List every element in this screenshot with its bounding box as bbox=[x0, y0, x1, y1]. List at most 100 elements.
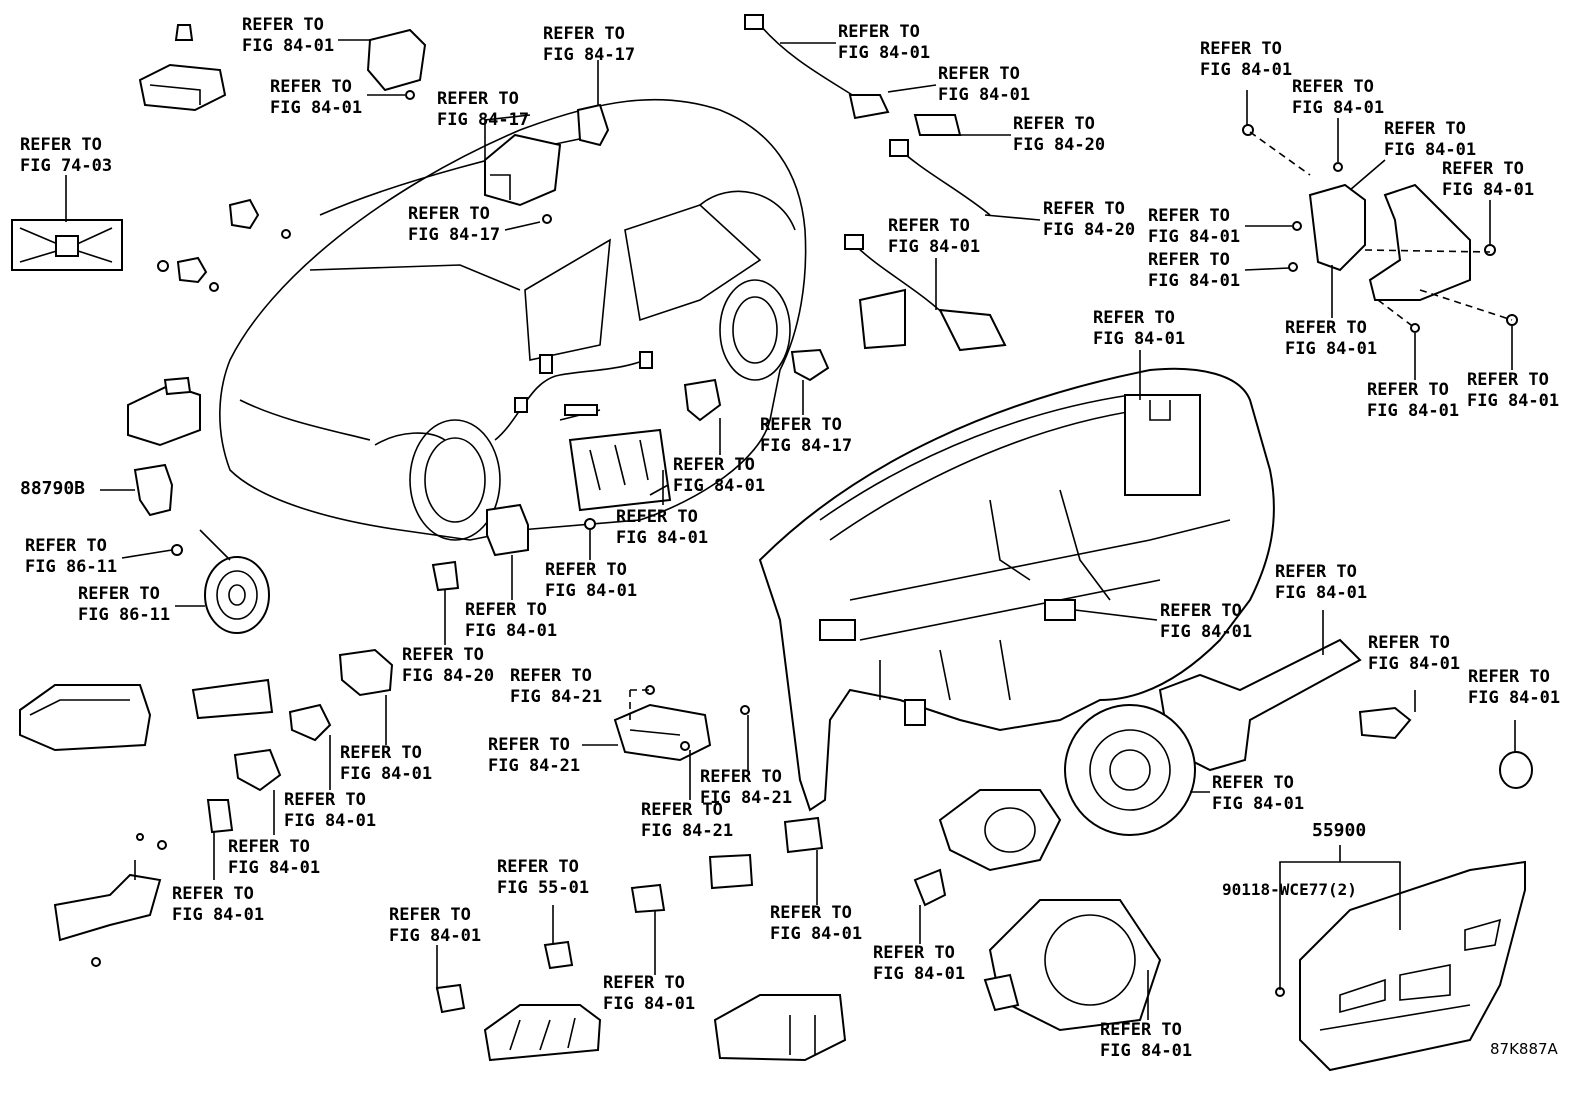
callout-e3-fig: FIG 84-01 bbox=[228, 858, 321, 878]
callout-b4-fig: FIG 84-20 bbox=[1043, 220, 1136, 240]
callout-a4-fig: FIG 84-17 bbox=[437, 110, 530, 130]
callout-f2-fig: FIG 84-01 bbox=[389, 926, 482, 946]
callout-d7-refer: REFER TO bbox=[402, 645, 484, 665]
callout-g4-fig: FIG 84-01 bbox=[1468, 688, 1561, 708]
callout-e2: REFER TO FIG 84-01 bbox=[284, 790, 376, 832]
callout-g5-refer: REFER TO bbox=[1212, 773, 1294, 793]
callout-e4-fig: FIG 84-01 bbox=[172, 905, 265, 925]
callout-c3: REFER TO FIG 84-01 bbox=[1384, 119, 1476, 161]
callout-g3-refer: REFER TO bbox=[1368, 633, 1450, 653]
callout-a5-refer: REFER TO bbox=[543, 24, 625, 44]
callout-g1: REFER TO FIG 84-01 bbox=[1160, 601, 1252, 643]
callout-g1-refer: REFER TO bbox=[1160, 601, 1242, 621]
callout-a3-fig: FIG 74-03 bbox=[20, 156, 113, 176]
callout-c6-refer: REFER TO bbox=[1148, 250, 1230, 270]
callout-b3: REFER TO FIG 84-20 bbox=[1013, 114, 1105, 156]
callout-a6-refer: REFER TO bbox=[408, 204, 490, 224]
callout-b2: REFER TO FIG 84-01 bbox=[938, 64, 1030, 106]
callout-f3-refer: REFER TO bbox=[603, 973, 685, 993]
callout-d10-fig: FIG 84-21 bbox=[700, 788, 793, 808]
callout-c1-refer: REFER TO bbox=[1200, 39, 1282, 59]
callout-b1-fig: FIG 84-01 bbox=[838, 43, 931, 63]
callout-g2-refer: REFER TO bbox=[1275, 562, 1357, 582]
wire-harness bbox=[494, 351, 653, 441]
callout-e3: REFER TO FIG 84-01 bbox=[228, 837, 320, 879]
callout-f5: REFER TO FIG 84-01 bbox=[873, 943, 965, 985]
vehicle-outline bbox=[219, 98, 807, 541]
part-90118: 90118-WCE77(2) bbox=[1222, 880, 1357, 899]
callout-a8: REFER TO FIG 86-11 bbox=[78, 584, 170, 626]
callout-c5-refer: REFER TO bbox=[1148, 206, 1230, 226]
callout-d5: REFER TO FIG 84-01 bbox=[545, 560, 637, 602]
callout-a1: REFER TO FIG 84-01 bbox=[242, 15, 334, 57]
callout-c9: REFER TO FIG 84-01 bbox=[1467, 370, 1559, 412]
callout-c7-fig: FIG 84-01 bbox=[1285, 339, 1378, 359]
callout-b4: REFER TO FIG 84-20 bbox=[1043, 199, 1135, 241]
callout-g5: REFER TO FIG 84-01 bbox=[1212, 773, 1304, 815]
callout-c3-fig: FIG 84-01 bbox=[1384, 140, 1477, 160]
callout-d6-fig: FIG 84-01 bbox=[465, 621, 558, 641]
callout-a4-refer: REFER TO bbox=[437, 89, 519, 109]
callout-d6-refer: REFER TO bbox=[465, 600, 547, 620]
callout-f1: REFER TO FIG 55-01 bbox=[497, 857, 589, 899]
callout-a5-fig: FIG 84-17 bbox=[543, 45, 636, 65]
callout-d5-refer: REFER TO bbox=[545, 560, 627, 580]
callout-d2-refer: REFER TO bbox=[760, 415, 842, 435]
callout-d3-fig: FIG 84-01 bbox=[673, 476, 766, 496]
callout-c2: REFER TO FIG 84-01 bbox=[1292, 77, 1384, 119]
callout-f5-refer: REFER TO bbox=[873, 943, 955, 963]
callout-a7: REFER TO FIG 86-11 bbox=[25, 536, 117, 578]
callout-b4-refer: REFER TO bbox=[1043, 199, 1125, 219]
callout-b3-fig: FIG 84-20 bbox=[1013, 135, 1106, 155]
callout-a6: REFER TO FIG 84-17 bbox=[408, 204, 500, 246]
callout-d2-fig: FIG 84-17 bbox=[760, 436, 853, 456]
callout-d1: REFER TO FIG 84-01 bbox=[1093, 308, 1185, 350]
callout-a7-fig: FIG 86-11 bbox=[25, 557, 118, 577]
callout-e1-fig: FIG 84-01 bbox=[340, 764, 433, 784]
callout-f1-refer: REFER TO bbox=[497, 857, 579, 877]
callout-e1: REFER TO FIG 84-01 bbox=[340, 743, 432, 785]
callout-g3-fig: FIG 84-01 bbox=[1368, 654, 1461, 674]
callout-c7: REFER TO FIG 84-01 bbox=[1285, 318, 1377, 360]
callout-d7: REFER TO FIG 84-20 bbox=[402, 645, 494, 687]
callout-b3-refer: REFER TO bbox=[1013, 114, 1095, 134]
callout-b5: REFER TO FIG 84-01 bbox=[888, 216, 980, 258]
callout-c1-fig: FIG 84-01 bbox=[1200, 60, 1293, 80]
callout-d9-refer: REFER TO bbox=[488, 735, 570, 755]
callout-g3: REFER TO FIG 84-01 bbox=[1368, 633, 1460, 675]
callout-d8-fig: FIG 84-21 bbox=[510, 687, 603, 707]
callout-c7-refer: REFER TO bbox=[1285, 318, 1367, 338]
callout-b5-refer: REFER TO bbox=[888, 216, 970, 236]
callout-a1-refer: REFER TO bbox=[242, 15, 324, 35]
part-55900: 55900 bbox=[1312, 820, 1367, 841]
callout-d2: REFER TO FIG 84-17 bbox=[760, 415, 852, 457]
callout-e2-refer: REFER TO bbox=[284, 790, 366, 810]
callout-f4-fig: FIG 84-01 bbox=[770, 924, 863, 944]
callout-d1-refer: REFER TO bbox=[1093, 308, 1175, 328]
callout-f2: REFER TO FIG 84-01 bbox=[389, 905, 481, 947]
illustration-number: 87K887A bbox=[1490, 1040, 1558, 1058]
callout-f6-fig: FIG 84-01 bbox=[1100, 1041, 1193, 1061]
callout-d4-fig: FIG 84-01 bbox=[616, 528, 709, 548]
callout-g4: REFER TO FIG 84-01 bbox=[1468, 667, 1560, 709]
callout-c1: REFER TO FIG 84-01 bbox=[1200, 39, 1292, 81]
callout-f6-refer: REFER TO bbox=[1100, 1020, 1182, 1040]
callout-d3-refer: REFER TO bbox=[673, 455, 755, 475]
part-88790b: 88790B bbox=[20, 478, 86, 499]
callout-d4: REFER TO FIG 84-01 bbox=[616, 507, 708, 549]
callout-c6: REFER TO FIG 84-01 bbox=[1148, 250, 1240, 292]
callout-a3: REFER TO FIG 74-03 bbox=[20, 135, 112, 177]
callout-a8-refer: REFER TO bbox=[78, 584, 160, 604]
callout-g5-fig: FIG 84-01 bbox=[1212, 794, 1305, 814]
callout-e1-refer: REFER TO bbox=[340, 743, 422, 763]
callout-g2-fig: FIG 84-01 bbox=[1275, 583, 1368, 603]
callout-d9: REFER TO FIG 84-21 bbox=[488, 735, 580, 777]
callout-d6: REFER TO FIG 84-01 bbox=[465, 600, 557, 642]
callout-c8-refer: REFER TO bbox=[1367, 380, 1449, 400]
callout-g2: REFER TO FIG 84-01 bbox=[1275, 562, 1367, 604]
callout-d3: REFER TO FIG 84-01 bbox=[673, 455, 765, 497]
callout-g1-fig: FIG 84-01 bbox=[1160, 622, 1253, 642]
callout-b5-fig: FIG 84-01 bbox=[888, 237, 981, 257]
callout-d10: REFER TO FIG 84-21 bbox=[700, 767, 792, 809]
